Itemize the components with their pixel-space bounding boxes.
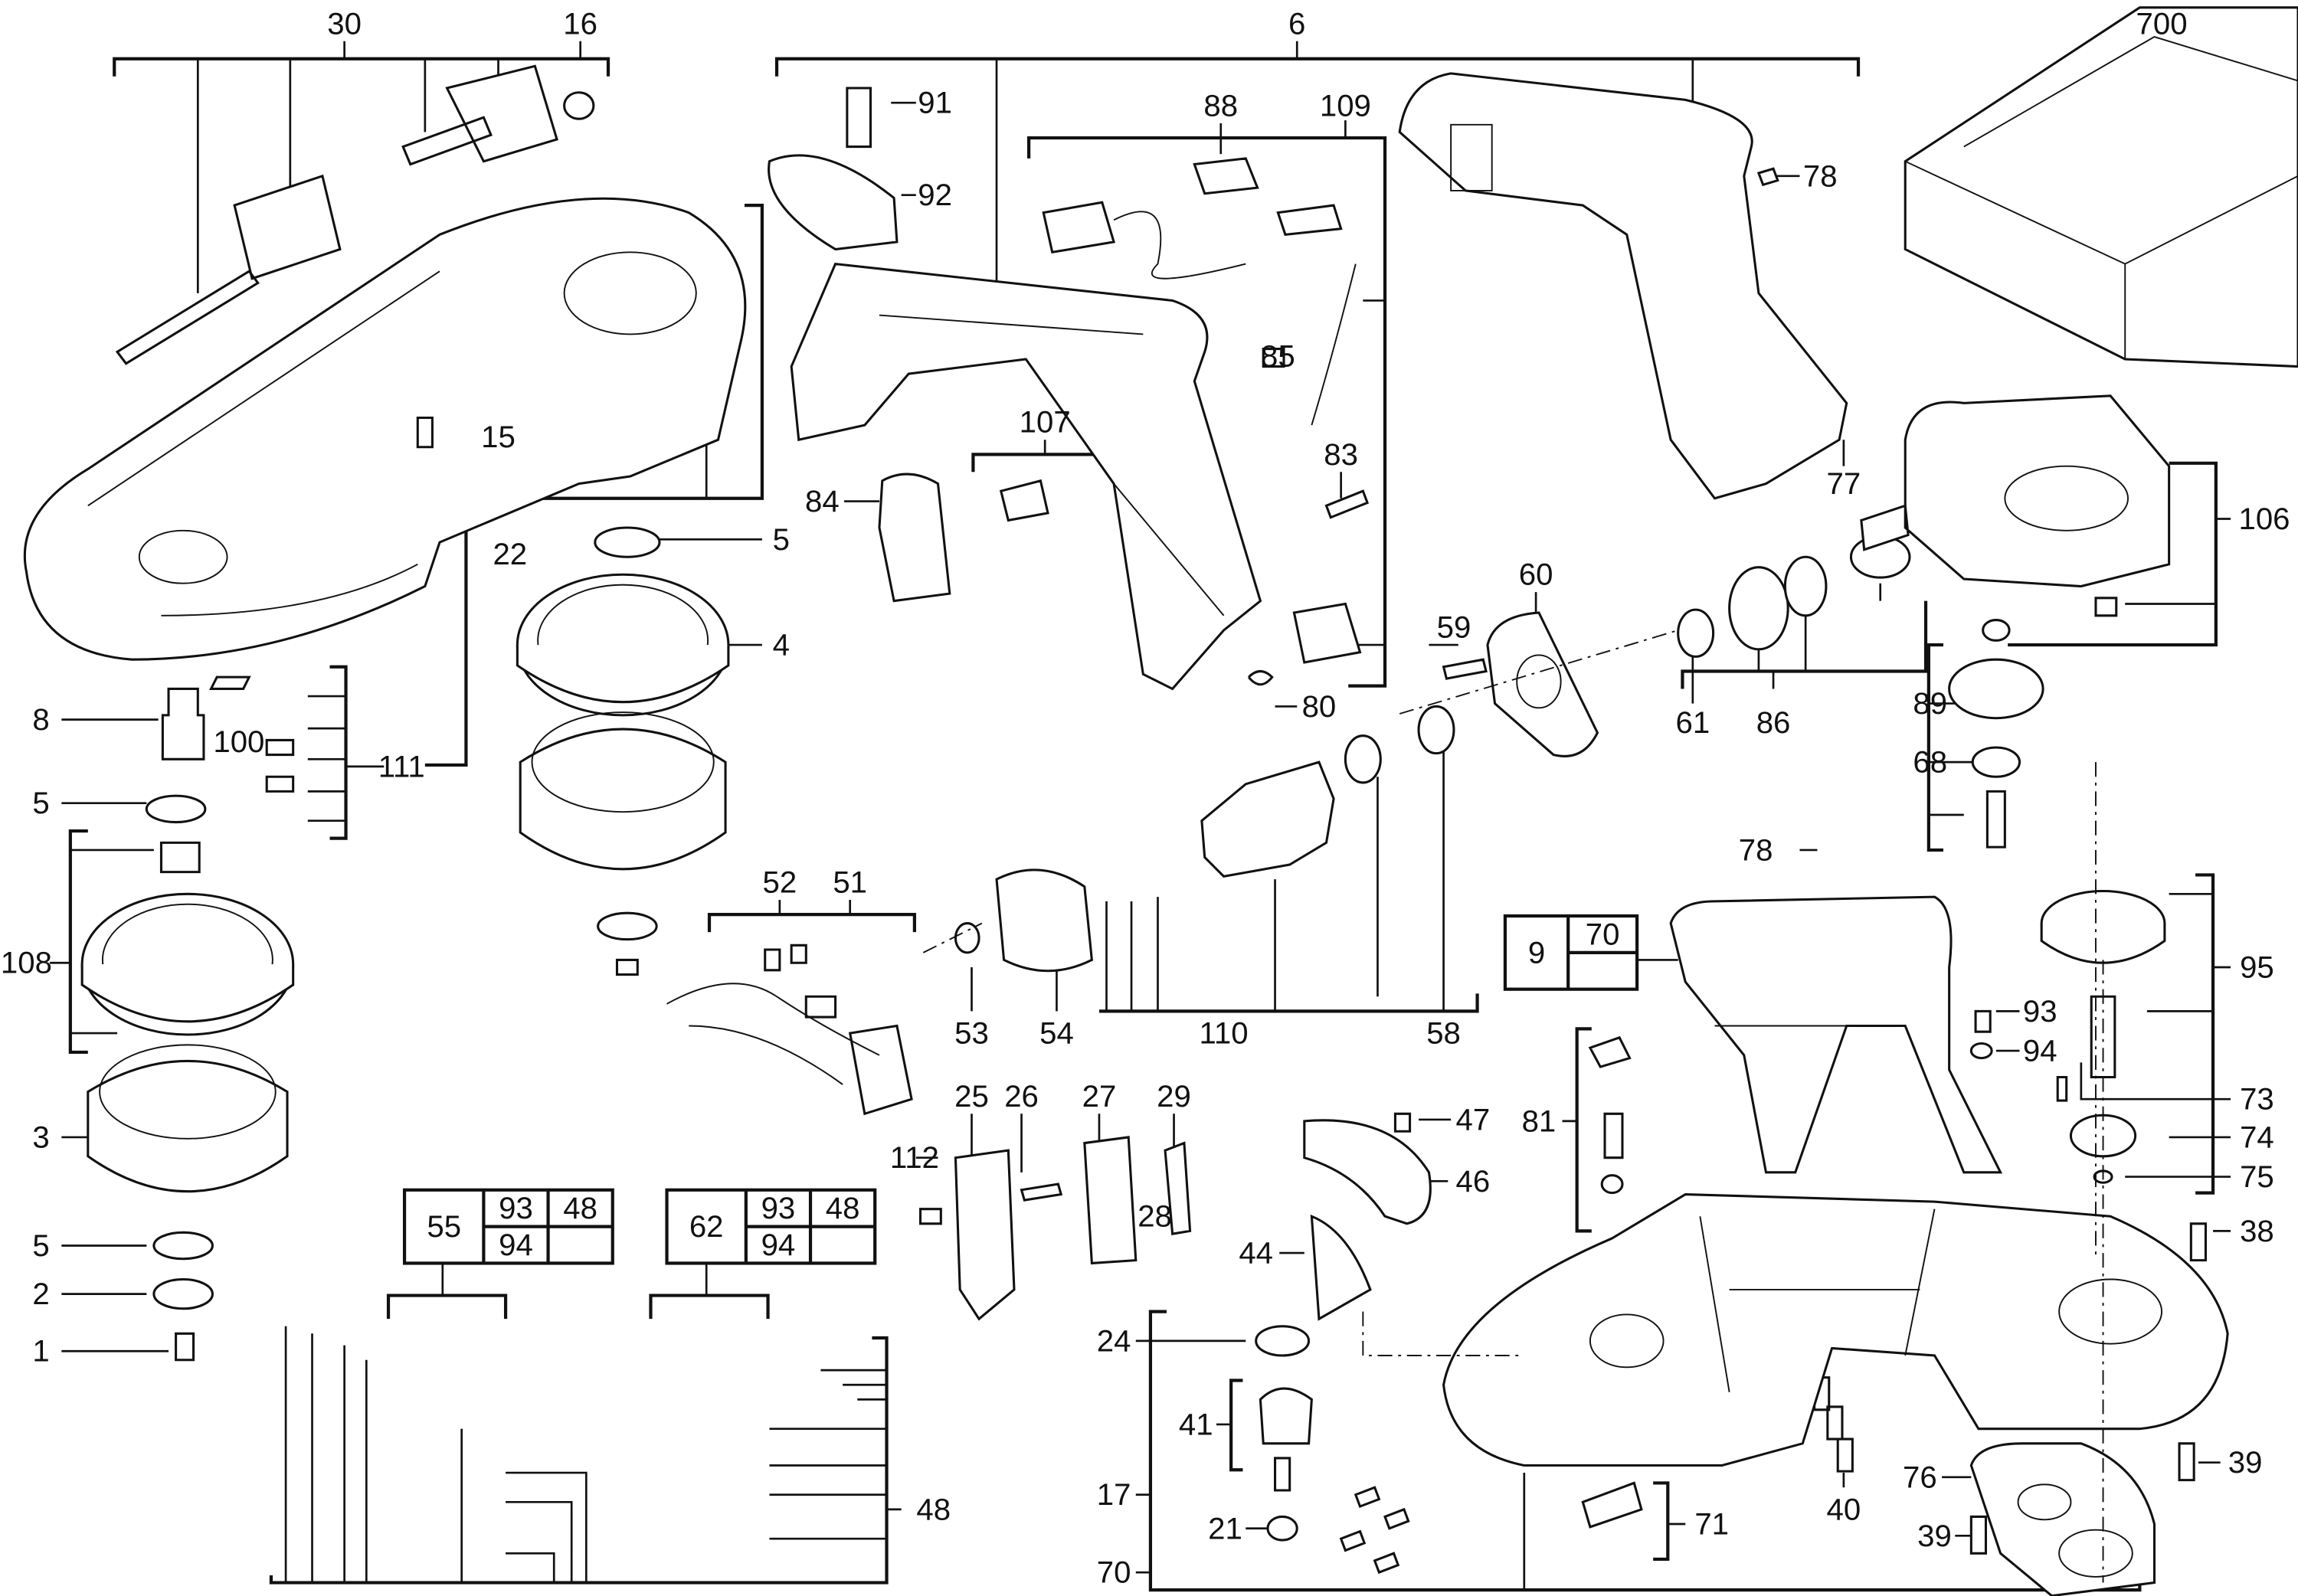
callout-label: 86 — [1756, 705, 1791, 740]
leader-lines — [50, 41, 2231, 1591]
blade-guide-assembly — [115, 64, 558, 365]
callout-label: 80 — [1302, 689, 1337, 724]
kit-box-cell: 94 — [499, 1228, 533, 1262]
callout-label: 100 — [213, 724, 264, 759]
callout-label: 95 — [2240, 950, 2274, 984]
callout-label: 71 — [1694, 1507, 1729, 1542]
callout-label: 110 — [1200, 1016, 1249, 1051]
callout-label: 83 — [1324, 437, 1358, 472]
kit-boxes: 55 93 48 94 62 93 48 94 9 70 — [402, 914, 1639, 1265]
callout-label: 26 — [1004, 1079, 1039, 1114]
callout-label: 76 — [1903, 1460, 1937, 1494]
callout-label: 88 — [1203, 88, 1238, 123]
callout-label: 5 — [773, 522, 790, 557]
callout-label: 68 — [1913, 745, 1947, 780]
callout-label: 39 — [2228, 1445, 2263, 1480]
callout-label: 112 — [890, 1140, 939, 1175]
pulleys-and-tires — [80, 573, 730, 1193]
kit-box-main-number: 62 — [689, 1209, 724, 1244]
callout-label: 39 — [1917, 1519, 1952, 1553]
callout-label: 21 — [1208, 1511, 1242, 1545]
callout-label: 17 — [1097, 1477, 1131, 1512]
callout-label: 27 — [1082, 1079, 1117, 1114]
kit-box-cell: 93 — [499, 1191, 533, 1225]
callout-label: 106 — [2238, 502, 2290, 536]
kit-box-cell: 94 — [761, 1228, 796, 1262]
callout-label: 22 — [493, 537, 527, 571]
callout-label: 108 — [1, 946, 52, 980]
callout-label: 77 — [1827, 466, 1861, 501]
callout-label: 85 — [1261, 339, 1295, 374]
callout-label: 107 — [1020, 405, 1071, 440]
callout-label: 78 — [1803, 159, 1838, 193]
kit-box-cell: 93 — [761, 1191, 796, 1225]
callout-label: 78 — [1739, 832, 1773, 867]
callout-label: 16 — [563, 6, 597, 41]
housing-parts — [768, 6, 2298, 1596]
callout-label: 41 — [1179, 1407, 1213, 1441]
detail-lines — [666, 36, 2298, 1392]
callout-label: 73 — [2240, 1082, 2274, 1117]
callout-label: 75 — [2240, 1159, 2274, 1194]
kit-box: 9 70 — [1503, 914, 1639, 991]
callout-label: 48 — [916, 1492, 951, 1526]
part-drawings — [23, 6, 2298, 1596]
callout-label: 84 — [805, 484, 840, 518]
callout-label: 25 — [954, 1079, 989, 1114]
callout-label: 5 — [32, 1228, 49, 1263]
callout-label: 46 — [1455, 1164, 1490, 1199]
callout-label: 89 — [1913, 686, 1947, 721]
callout-label: 58 — [1426, 1016, 1461, 1051]
callout-label: 60 — [1519, 558, 1553, 592]
callout-label: 54 — [1039, 1016, 1074, 1051]
callout-label: 59 — [1437, 610, 1471, 645]
callout-label: 29 — [1157, 1079, 1191, 1114]
callout-label: 70 — [1097, 1555, 1131, 1590]
kit-box: 62 93 48 94 — [665, 1188, 877, 1265]
kit-box-main-number: 9 — [1528, 935, 1545, 970]
callout-label: 61 — [1675, 705, 1710, 740]
callout-label: 30 — [327, 6, 362, 41]
callout-label: 2 — [32, 1277, 49, 1311]
callout-label: 53 — [954, 1016, 989, 1051]
callout-label: 74 — [2240, 1120, 2274, 1154]
callout-label: 52 — [763, 865, 797, 900]
kit-box-main-number: 55 — [427, 1209, 461, 1244]
callout-label: 8 — [32, 702, 49, 737]
callout-label: 5 — [32, 786, 49, 820]
callout-label: 4 — [773, 628, 790, 662]
callout-label: 1 — [32, 1334, 49, 1369]
callout-label: 700 — [2136, 6, 2188, 41]
callout-label: 94 — [2023, 1034, 2057, 1068]
kit-box-cell: 48 — [563, 1191, 597, 1225]
callout-label: 81 — [1522, 1104, 1557, 1138]
callout-label: 93 — [2023, 994, 2057, 1029]
gears — [1516, 465, 2166, 1578]
kit-box-cell: 48 — [826, 1191, 860, 1225]
callout-label: 109 — [1320, 88, 1371, 123]
kit-box-cell: 70 — [1586, 917, 1620, 951]
callout-label: 24 — [1097, 1323, 1131, 1358]
callout-label: 111 — [378, 749, 425, 783]
kit-box: 55 93 48 94 — [402, 1188, 614, 1265]
small-hardware — [159, 87, 2207, 1575]
washers-and-bearings — [145, 526, 2137, 1542]
callout-label: 44 — [1239, 1236, 1273, 1271]
upper-guard — [23, 197, 747, 661]
assembly-brackets — [68, 57, 2218, 1592]
callout-label: 40 — [1827, 1492, 1861, 1526]
callout-label: 38 — [2240, 1214, 2274, 1248]
callout-label: 47 — [1455, 1102, 1490, 1136]
callout-label: 15 — [481, 420, 516, 454]
callout-label: 6 — [1288, 6, 1305, 41]
callout-label: 92 — [918, 178, 952, 212]
callout-label: 28 — [1138, 1199, 1172, 1234]
bracket-lines — [50, 41, 2231, 1592]
assembly-axes — [922, 630, 2104, 1583]
callout-label: 91 — [918, 86, 952, 120]
callout-label: 3 — [32, 1120, 49, 1154]
callout-label: 51 — [833, 865, 867, 900]
